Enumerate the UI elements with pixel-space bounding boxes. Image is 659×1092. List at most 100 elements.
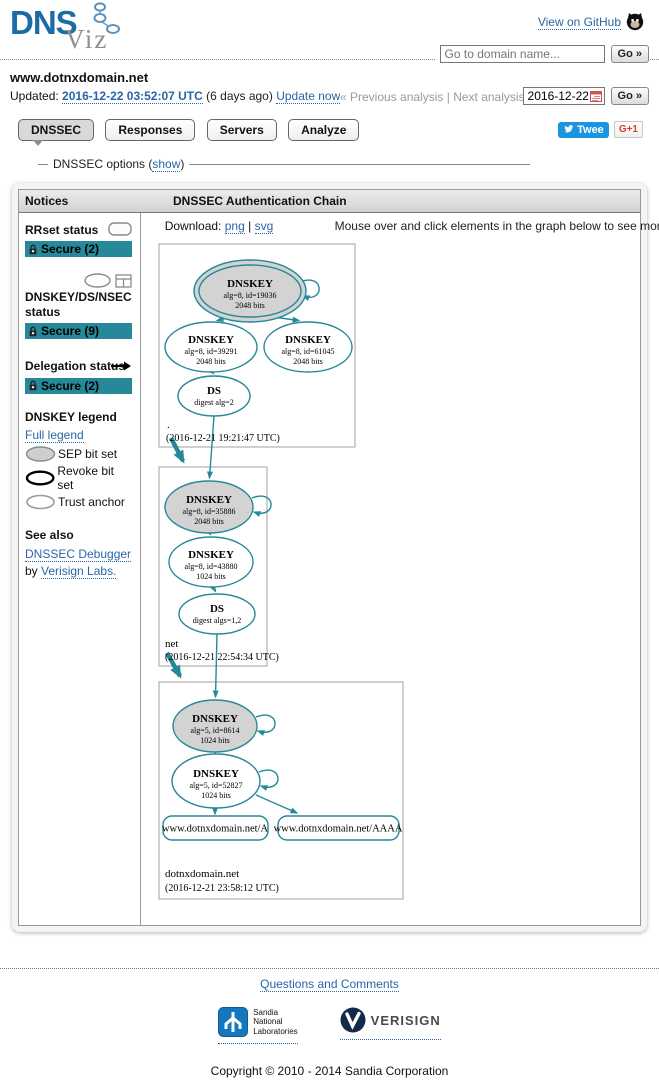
svg-text:alg=8, id=39291: alg=8, id=39291	[184, 347, 237, 356]
dnskey-node-icon	[83, 273, 111, 289]
zone-dotnxdomain: DNSKEY alg=5, id=8614 1024 bits DNSKEY a…	[162, 699, 403, 894]
dnskey-node-ksk-root[interactable]: DNSKEY alg=8, id=19036 2048 bits	[192, 259, 307, 323]
self-loop	[258, 769, 279, 791]
tweet-label: Twee	[577, 123, 604, 136]
delegation-status-badge[interactable]: Secure (2)	[25, 377, 132, 394]
dnsviz-logo[interactable]: DNS Viz	[10, 2, 160, 60]
svg-text:www.dotnxdomain.net/A: www.dotnxdomain.net/A	[162, 824, 268, 835]
dnskey-node-zsk2-root[interactable]: DNSKEY alg=8, id=61045 2048 bits	[262, 321, 353, 373]
lock-icon	[29, 380, 37, 391]
edge-root-ds-to-net-ksk	[206, 415, 215, 480]
fieldset-line	[189, 163, 530, 165]
dnskey-node-zsk-dotnx[interactable]: DNSKEY alg=5, id=52827 1024 bits	[170, 753, 261, 809]
analysis-date-input[interactable]	[522, 87, 605, 105]
header-divider	[0, 59, 659, 60]
questions-comments-link[interactable]: Questions and Comments	[260, 977, 399, 992]
edge	[255, 794, 299, 814]
verisign-logo-link[interactable]: VERISIGN	[339, 1007, 441, 1040]
dnssec-options-fieldset: DNSSEC options (show)	[38, 157, 530, 172]
zone-net: DNSKEY alg=8, id=35886 2048 bits DNSKEY …	[163, 480, 279, 663]
dnskey-node-ksk-net[interactable]: DNSKEY alg=8, id=35886 2048 bits	[163, 480, 254, 534]
delegation-status-heading: Delegation status	[25, 359, 132, 373]
search-input[interactable]	[439, 45, 605, 63]
svg-text:alg=8, id=43880: alg=8, id=43880	[184, 562, 237, 571]
verisign-wordmark: VERISIGN	[370, 1012, 441, 1028]
calendar-icon[interactable]	[589, 91, 602, 102]
svg-text:2048 bits: 2048 bits	[194, 517, 224, 526]
rrset-node-a[interactable]: www.dotnxdomain.net/A	[162, 815, 269, 841]
gplus-button[interactable]: G+1	[613, 121, 643, 138]
dnskey-legend-heading: DNSKEY legend	[25, 409, 117, 424]
svg-text:DNSKEY: DNSKEY	[188, 549, 234, 561]
ds-node-root[interactable]: DS digest alg=2	[176, 375, 251, 417]
logo-graph-icon	[93, 2, 120, 34]
chain-column: Download: png | svg Mouse over and click…	[141, 213, 659, 925]
verisign-labs-link[interactable]: Verisign Labs.	[41, 563, 117, 579]
zone-name: .	[167, 419, 170, 431]
key-status-heading: DNSKEY/DS/NSEC status	[25, 290, 132, 319]
svg-text:alg=8, id=19036: alg=8, id=19036	[223, 291, 276, 300]
view-on-github-link[interactable]: View on GitHub	[537, 14, 621, 30]
legend-item-sep: SEP bit set	[25, 446, 132, 462]
tab-servers[interactable]: Servers	[206, 119, 277, 141]
date-go-button[interactable]: Go »	[610, 87, 649, 105]
dnskey-node-ksk-dotnx[interactable]: DNSKEY alg=5, id=8614 1024 bits	[171, 699, 258, 753]
dnskey-node-zsk-net[interactable]: DNSKEY alg=8, id=43880 1024 bits	[167, 536, 254, 588]
zone-root: DNSKEY alg=8, id=19036 2048 bits DNSKEY …	[163, 259, 353, 444]
revoke-bit-icon	[25, 470, 55, 486]
svg-text:1024 bits: 1024 bits	[200, 736, 230, 745]
key-status-badge[interactable]: Secure (9)	[25, 323, 132, 340]
chain-header: DNSSEC Authentication Chain	[173, 194, 347, 208]
dnssec-debugger-link[interactable]: DNSSEC Debugger	[25, 547, 132, 563]
legend-item-revoke: Revoke bit set	[25, 464, 132, 492]
svg-text:DNSKEY: DNSKEY	[192, 713, 238, 725]
svg-text:alg=8, id=61045: alg=8, id=61045	[281, 347, 334, 356]
header: DNS Viz View on GitHub Go »	[0, 0, 659, 63]
svg-text:DS: DS	[207, 385, 221, 397]
zone-timestamp: (2016-12-21 23:58:12 UTC)	[165, 883, 279, 894]
options-label-end: )	[180, 157, 185, 171]
updated-time-link[interactable]: 2016-12-22 03:52:07 UTC	[62, 89, 203, 104]
download-png-link[interactable]: png	[224, 219, 245, 234]
rrset-node-aaaa[interactable]: www.dotnxdomain.net/AAAA	[273, 815, 403, 841]
next-analysis-link[interactable]: Next analysis »	[453, 90, 535, 104]
options-show-link[interactable]: show	[152, 157, 181, 172]
tab-responses[interactable]: Responses	[105, 119, 196, 141]
delegation-arrow-icon	[110, 361, 131, 371]
by-text: by	[25, 563, 38, 578]
search-go-button[interactable]: Go »	[610, 45, 649, 63]
tab-dnssec[interactable]: DNSSEC	[18, 119, 95, 146]
download-svg-link[interactable]: svg	[254, 219, 274, 234]
sandia-logo-icon	[218, 1007, 249, 1037]
svg-text:1024 bits: 1024 bits	[201, 791, 231, 800]
rrset-status-badge[interactable]: Secure (2)	[25, 241, 132, 258]
logo-viz-text: Viz	[65, 24, 109, 54]
dnskey-node-zsk1-root[interactable]: DNSKEY alg=8, id=39291 2048 bits	[163, 321, 258, 373]
github-octocat-icon[interactable]	[625, 12, 645, 32]
tab-analyze[interactable]: Analyze	[288, 119, 360, 141]
update-now-link[interactable]: Update now	[276, 89, 341, 104]
download-divider: |	[248, 219, 252, 233]
svg-text:digest alg=2: digest alg=2	[194, 398, 233, 407]
updated-ago: (6 days ago)	[206, 89, 273, 103]
see-also-heading: See also	[25, 527, 74, 542]
svg-text:2048 bits: 2048 bits	[196, 357, 226, 366]
full-legend-link[interactable]: Full legend	[25, 427, 84, 443]
edge	[209, 584, 216, 593]
svg-text:DNSKEY: DNSKEY	[285, 334, 331, 346]
svg-text:digest algs=1,2: digest algs=1,2	[192, 616, 241, 625]
notices-header: Notices	[25, 194, 69, 208]
svg-text:www.dotnxdomain.net/AAAA: www.dotnxdomain.net/AAAA	[273, 824, 402, 835]
options-label: DNSSEC options (	[53, 157, 153, 171]
page-title: www.dotnxdomain.net	[10, 70, 149, 85]
svg-text:DNSKEY: DNSKEY	[193, 768, 239, 780]
previous-analysis-link[interactable]: « Previous analysis	[340, 90, 444, 104]
updated-row: Updated: 2016-12-22 03:52:07 UTC (6 days…	[10, 87, 659, 109]
updated-label: Updated:	[10, 89, 59, 103]
dnssec-chain-graph[interactable]: DNSKEY alg=8, id=19036 2048 bits DNSKEY …	[153, 239, 613, 909]
edge-net-ds-to-dotnx-ksk	[212, 633, 219, 699]
ds-node-net[interactable]: DS digest algs=1,2	[177, 593, 256, 635]
tweet-button[interactable]: Twee	[558, 121, 609, 138]
delegation-edge-root-net	[168, 436, 185, 464]
